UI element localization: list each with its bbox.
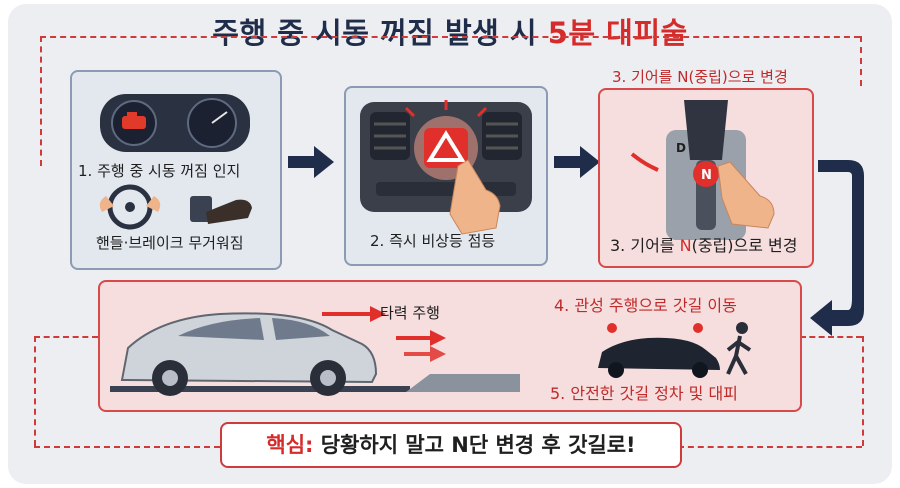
steering-wheel-icon (99, 184, 161, 230)
step1-label: 1. 주행 중 시동 꺼짐 인지 (78, 162, 241, 180)
pointing-hand-icon (449, 159, 501, 235)
dashed-flow-bottom-left (34, 336, 36, 446)
key-summary-box: 핵심: 당황하지 말고 N단 변경 후 갓길로! (220, 422, 682, 468)
gear-shifter-icon: D N (666, 100, 746, 240)
sedan-car-icon (120, 312, 378, 396)
step3-bottom-suffix: (중립)으로 변경 (691, 236, 798, 255)
arrow-right-icon (554, 146, 600, 178)
title-highlight: 5분 대피술 (547, 16, 688, 50)
arrow-down-left-icon (810, 160, 864, 336)
dashed-flow-top (40, 36, 860, 38)
step2-illustration (360, 100, 532, 235)
dashed-flow-bottom (34, 446, 220, 448)
step1-panel (70, 70, 282, 270)
key-prefix: 핵심: (266, 433, 314, 457)
road-ramp-icon (110, 374, 520, 392)
step45-panel (98, 280, 802, 412)
key-text: 당황하지 말고 N단 변경 후 갓길로! (320, 433, 636, 457)
step1-illustration (99, 94, 252, 230)
step4-label: 4. 관성 주행으로 갓길 이동 (554, 296, 737, 315)
coast-arrow-icon (322, 306, 446, 362)
dashed-flow-right-bottom (862, 336, 864, 446)
step3-panel: D N (598, 88, 814, 268)
dashboard-gauge-icon (100, 94, 250, 152)
step3-illustration: D N (630, 100, 775, 240)
brake-pedal-icon (190, 196, 252, 224)
parked-car-icon (598, 323, 720, 378)
title-main: 주행 중 시동 꺼짐 발생 시 (212, 16, 538, 50)
walking-person-icon (726, 322, 752, 375)
page-title: 주행 중 시동 꺼짐 발생 시 5분 대피술 (0, 10, 900, 52)
step1-sublabel: 핸들·브레이크 무거워짐 (96, 234, 244, 252)
dashed-flow-right-mid (800, 336, 862, 338)
step2-panel (344, 86, 548, 266)
arrow-right-icon (288, 146, 334, 178)
dashed-flow-bottom-right (678, 446, 862, 448)
step2-label: 2. 즉시 비상등 점등 (370, 232, 496, 250)
step3-top-label: 3. 기어를 N(중립)으로 변경 (612, 68, 788, 86)
step5-label: 5. 안전한 갓길 정차 및 대피 (550, 384, 738, 403)
dashed-flow-right-top (860, 36, 862, 86)
dashed-flow-left-top (40, 36, 42, 166)
step3-bottom-label: 3. 기어를 N(중립)으로 변경 (610, 232, 797, 256)
coast-label: 타력 주행 (380, 304, 440, 322)
motion-arrow-icon (630, 152, 659, 172)
pointing-hand-icon (717, 161, 775, 229)
step3-bottom-n: N (679, 236, 692, 255)
gear-d-label: D (676, 141, 686, 155)
dashed-flow-left-mid (34, 336, 98, 338)
step3-bottom-prefix: 3. 기어를 (610, 236, 680, 255)
gear-n-label: N (701, 168, 712, 183)
step45-illustration (110, 306, 752, 396)
